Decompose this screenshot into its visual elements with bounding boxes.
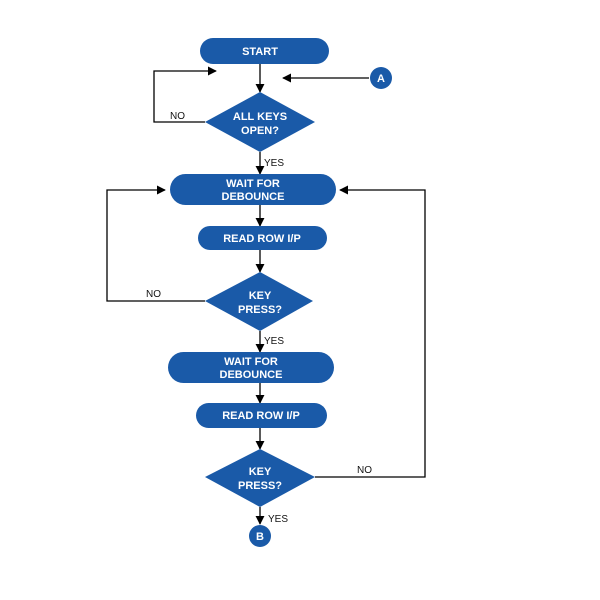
process-read-row-1: READ ROW I/P — [198, 226, 327, 250]
label-no-key-press-1: NO — [146, 289, 161, 300]
label-yes-key-press-1: YES — [264, 336, 284, 347]
connector-a-label: A — [377, 73, 385, 85]
wait-debounce-1-line1: WAIT FOR — [226, 178, 280, 190]
decision-key-press-1: KEY PRESS? — [205, 272, 313, 331]
connector-b-label: B — [256, 531, 264, 543]
process-read-row-2: READ ROW I/P — [196, 403, 327, 428]
edge-keypress2-no-loop — [315, 185, 426, 478]
decision-key-press-2: KEY PRESS? — [205, 449, 315, 507]
decision-key-press-1-line1: KEY — [249, 290, 272, 302]
edge-allkeys-no-loop — [153, 66, 217, 123]
decision-all-keys-open-line2: OPEN? — [241, 125, 279, 137]
connector-a: A — [370, 67, 392, 89]
label-yes-all-keys: YES — [264, 158, 284, 169]
start-label: START — [242, 46, 278, 58]
read-row-1-label: READ ROW I/P — [223, 233, 301, 245]
decision-key-press-1-line2: PRESS? — [238, 304, 282, 316]
label-yes-key-press-2: YES — [268, 514, 288, 525]
process-wait-debounce-1: WAIT FOR DEBOUNCE — [170, 174, 336, 205]
wait-debounce-1-line2: DEBOUNCE — [222, 191, 285, 203]
wait-debounce-2-line2: DEBOUNCE — [220, 369, 283, 381]
wait-debounce-2-line1: WAIT FOR — [224, 356, 278, 368]
label-no-all-keys: NO — [170, 111, 185, 122]
read-row-2-label: READ ROW I/P — [222, 410, 300, 422]
connector-b: B — [249, 525, 271, 547]
label-no-key-press-2: NO — [357, 465, 372, 476]
start-terminal: START — [200, 38, 329, 64]
edge-keypress1-no-loop — [106, 185, 205, 302]
decision-all-keys-open: ALL KEYS OPEN? — [205, 92, 315, 152]
decision-key-press-2-line1: KEY — [249, 466, 272, 478]
decision-all-keys-open-line1: ALL KEYS — [233, 111, 287, 123]
process-wait-debounce-2: WAIT FOR DEBOUNCE — [168, 352, 334, 383]
decision-key-press-2-line2: PRESS? — [238, 480, 282, 492]
